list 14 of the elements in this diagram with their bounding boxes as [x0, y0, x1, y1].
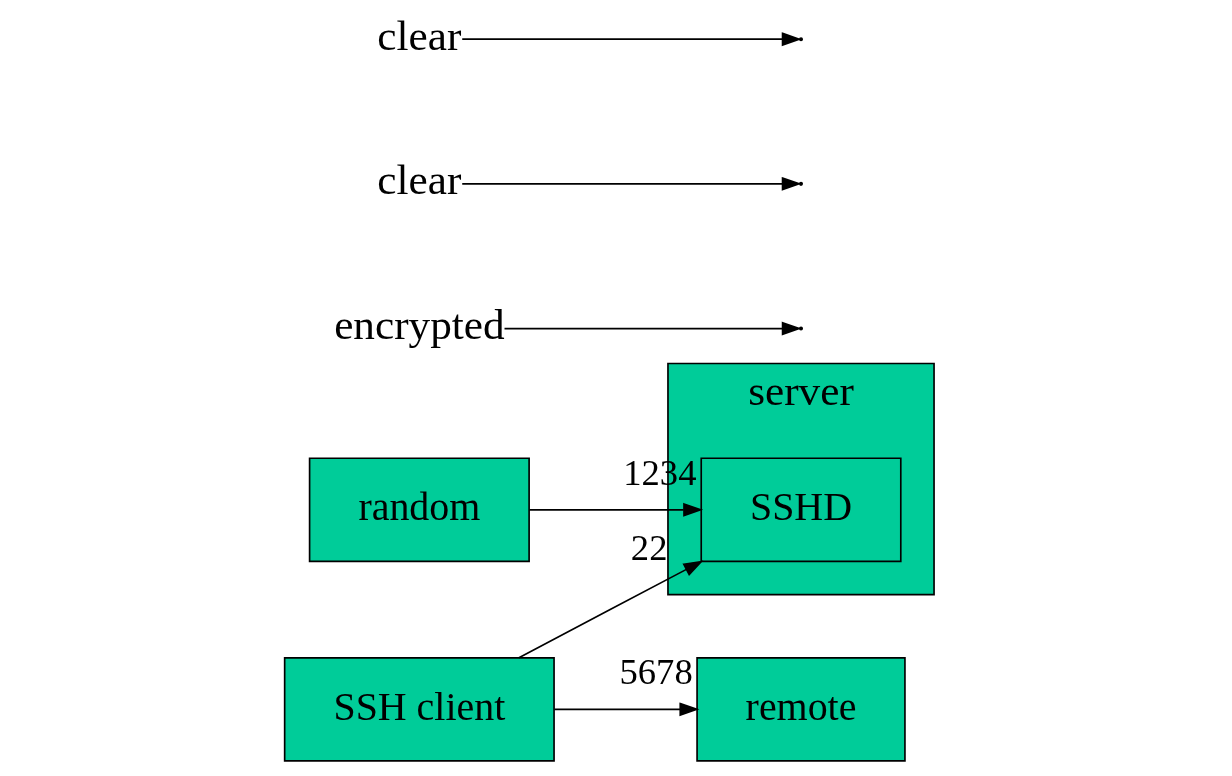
- node-text: clear: [377, 155, 462, 204]
- node-box: SSHD: [700, 457, 902, 563]
- arrow: [518, 560, 704, 659]
- edge-label: 22: [630, 526, 668, 568]
- node-box: random: [308, 457, 530, 563]
- node-box: SSH client: [283, 657, 555, 762]
- arrow: [553, 702, 700, 717]
- arrow: [528, 502, 704, 517]
- arrow: [461, 32, 802, 47]
- node-box: remote: [696, 657, 906, 762]
- edge-label: 5678: [619, 651, 693, 693]
- node-text: encrypted: [334, 300, 505, 349]
- node-text: clear: [377, 10, 462, 59]
- arrow: [461, 176, 802, 191]
